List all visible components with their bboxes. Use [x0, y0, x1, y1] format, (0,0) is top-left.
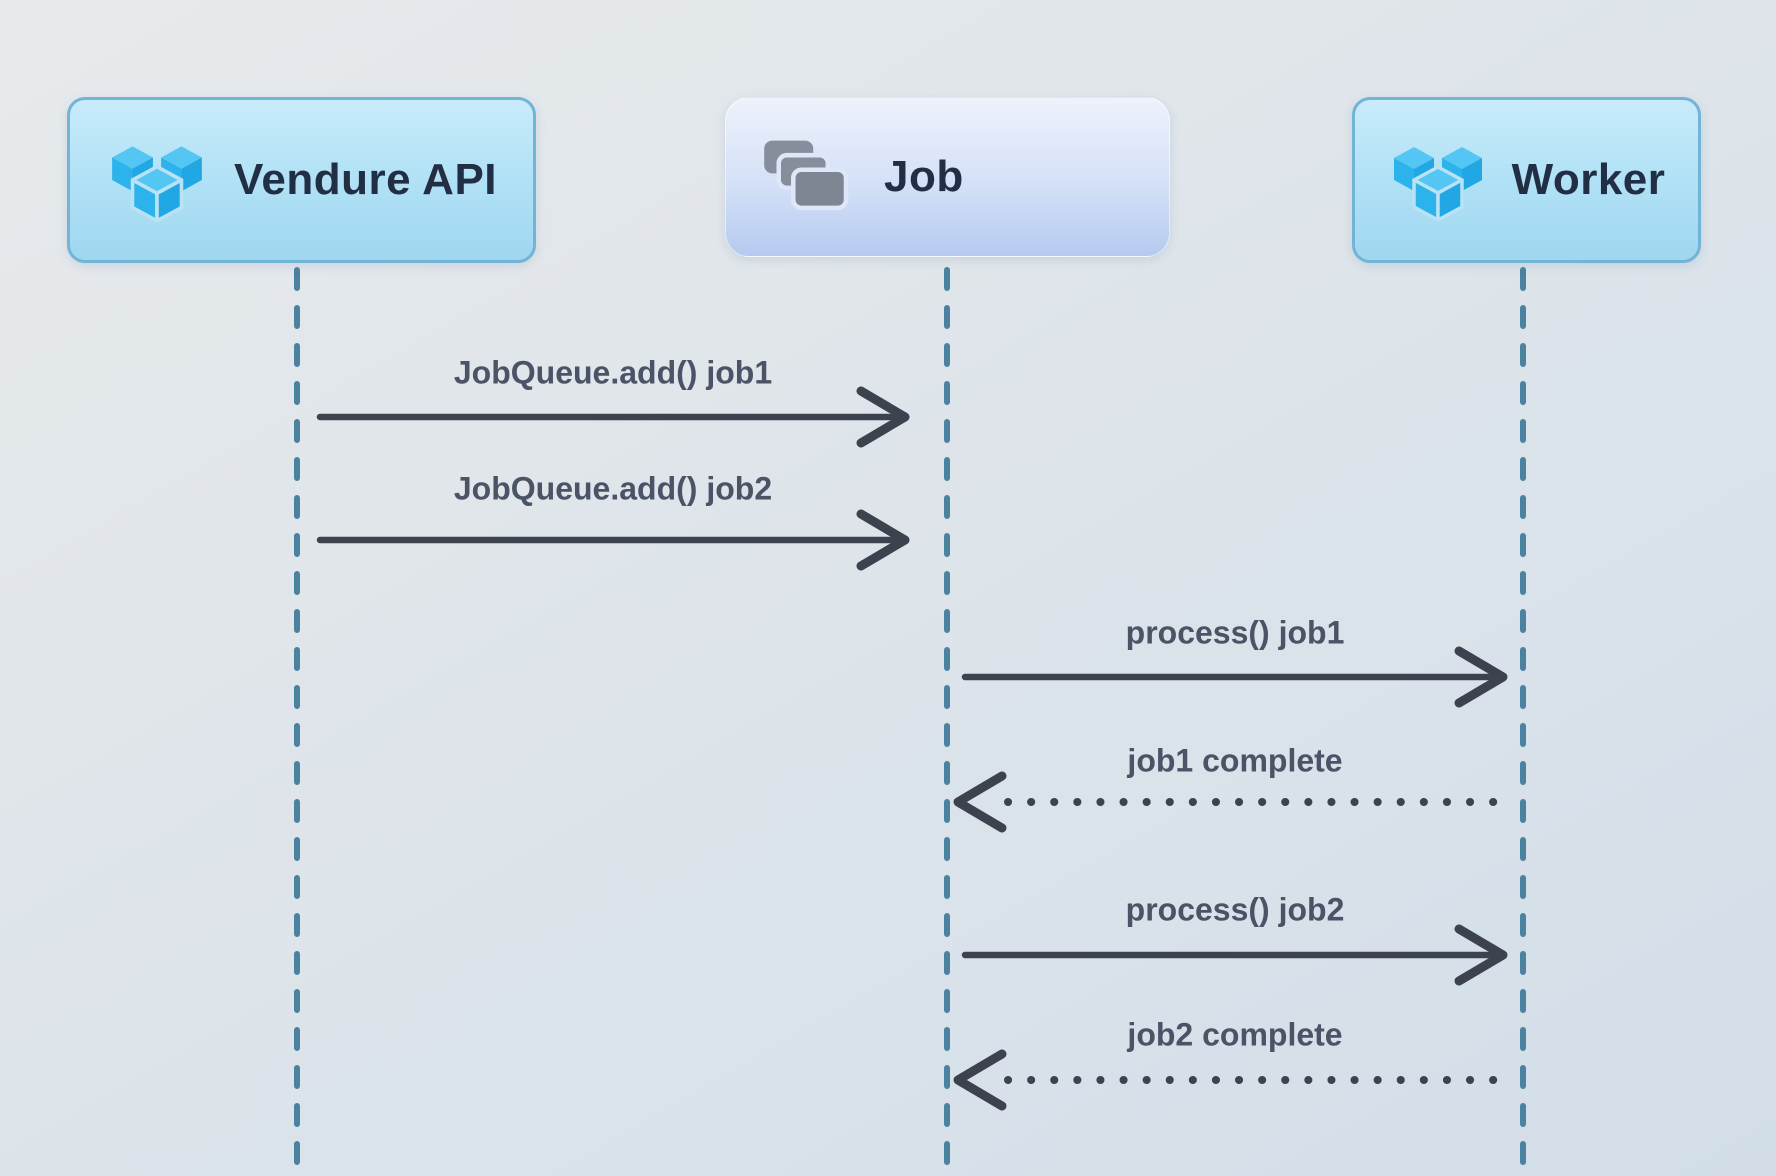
participant-job: Job	[725, 97, 1170, 257]
message-label-process-job2: process() job2	[1125, 891, 1345, 928]
participant-vendure-api: Vendure API	[67, 97, 536, 263]
message-arrow-job1-complete	[953, 771, 1504, 833]
vendure-cubes-icon	[1393, 147, 1482, 222]
participant-worker: Worker	[1352, 97, 1701, 263]
message-label-jobqueue-add-job2: JobQueue.add() job2	[453, 470, 773, 507]
message-arrow-jobqueue-add-job2	[316, 509, 910, 571]
message-arrow-job2-complete	[953, 1049, 1504, 1111]
participant-label: Job	[884, 152, 964, 201]
vendure-cubes-icon	[112, 146, 202, 223]
message-label-jobqueue-add-job1: JobQueue.add() job1	[453, 354, 773, 391]
job-stack-icon	[764, 140, 849, 211]
message-label-process-job1: process() job1	[1125, 614, 1345, 651]
message-arrow-process-job2	[961, 924, 1508, 986]
message-arrow-jobqueue-add-job1	[316, 386, 910, 448]
participant-label: Vendure API	[233, 155, 498, 204]
participant-label: Worker	[1511, 155, 1666, 204]
message-arrow-process-job1	[961, 646, 1508, 708]
message-label-job1-complete: job1 complete	[1127, 742, 1343, 779]
message-label-job2-complete: job2 complete	[1127, 1016, 1343, 1053]
